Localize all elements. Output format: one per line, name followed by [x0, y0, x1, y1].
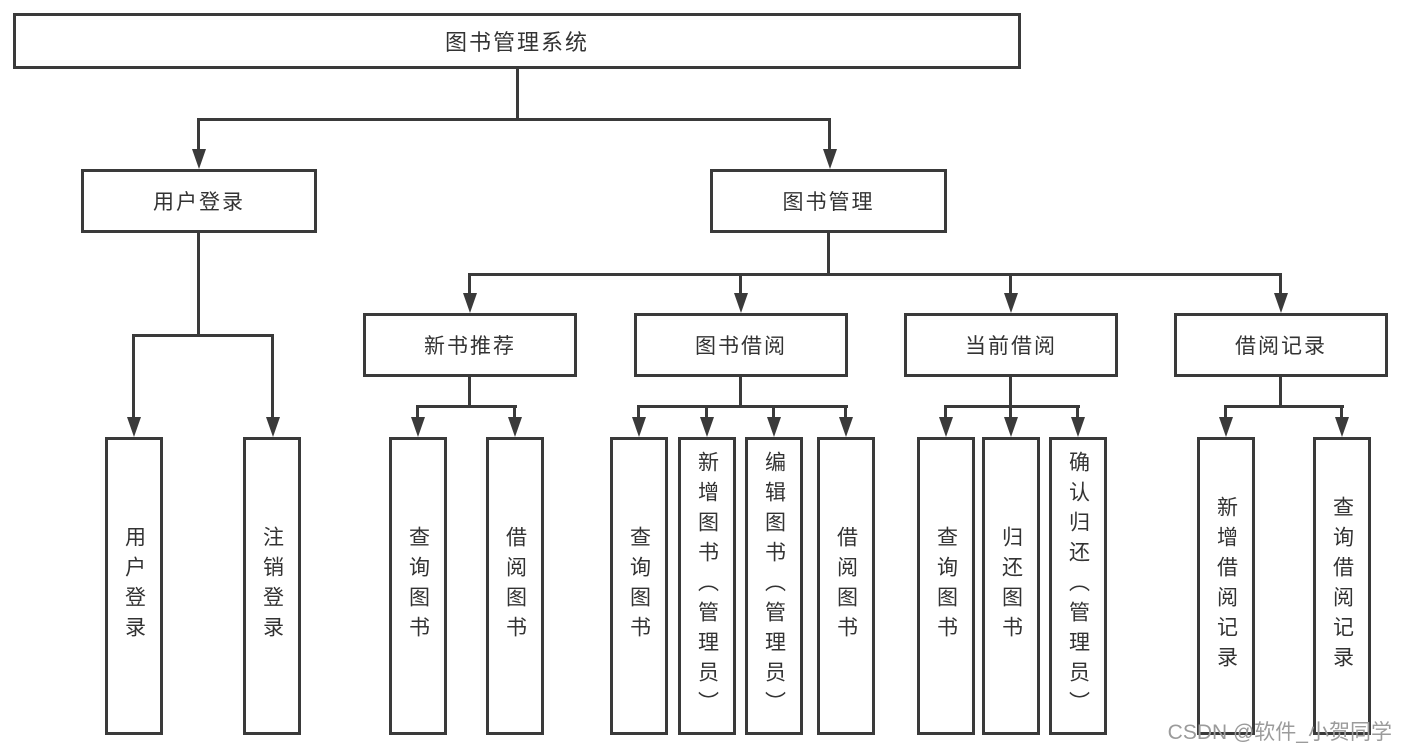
- leaf-query-books-current: 查询图书: [917, 437, 975, 735]
- leaf-query-borrow-record: 查询借阅记录: [1313, 437, 1371, 735]
- leaf-borrow-books-recommend-label: 借阅图书: [503, 526, 527, 646]
- arrowhead-down-icon: [411, 417, 425, 437]
- connector-line: [1340, 405, 1343, 419]
- connector-line: [637, 405, 640, 419]
- leaf-query-books-current-label: 查询图书: [934, 526, 958, 646]
- arrowhead-down-icon: [1004, 293, 1018, 313]
- arrowhead-down-icon: [1004, 417, 1018, 437]
- connector-line: [844, 405, 847, 419]
- connector-line: [516, 68, 519, 118]
- connector-line: [637, 405, 848, 408]
- arrowhead-down-icon: [939, 417, 953, 437]
- leaf-confirm-return-admin-label: 确认归还（管理员）: [1066, 451, 1090, 721]
- leaf-user-login: 用户登录: [105, 437, 163, 735]
- arrowhead-down-icon: [1335, 417, 1349, 437]
- connector-line: [513, 405, 516, 419]
- leaf-add-books-admin: 新增图书（管理员）: [678, 437, 736, 735]
- connector-line: [1076, 405, 1079, 419]
- leaf-add-borrow-record: 新增借阅记录: [1197, 437, 1255, 735]
- arrowhead-down-icon: [700, 417, 714, 437]
- connector-line: [197, 118, 831, 121]
- leaf-add-books-admin-label: 新增图书（管理员）: [695, 451, 719, 721]
- connector-line: [1224, 405, 1344, 408]
- arrowhead-down-icon: [192, 149, 206, 169]
- connector-line: [132, 334, 135, 418]
- node-user-login-label: 用户登录: [153, 191, 245, 214]
- leaf-edit-books-admin: 编辑图书（管理员）: [745, 437, 803, 735]
- arrowhead-down-icon: [734, 293, 748, 313]
- connector-line: [197, 118, 200, 152]
- arrowhead-down-icon: [1219, 417, 1233, 437]
- leaf-query-books-recommend-label: 查询图书: [406, 526, 430, 646]
- arrowhead-down-icon: [839, 417, 853, 437]
- leaf-query-books-borrow-label: 查询图书: [627, 526, 651, 646]
- leaf-return-books-label: 归还图书: [999, 526, 1023, 646]
- connector-line: [1224, 405, 1227, 419]
- leaf-logout: 注销登录: [243, 437, 301, 735]
- node-book-borrow: 图书借阅: [634, 313, 848, 377]
- node-new-book-recommend: 新书推荐: [363, 313, 577, 377]
- leaf-confirm-return-admin: 确认归还（管理员）: [1049, 437, 1107, 735]
- arrowhead-down-icon: [823, 149, 837, 169]
- arrowhead-down-icon: [508, 417, 522, 437]
- node-user-login: 用户登录: [81, 169, 317, 233]
- leaf-query-books-recommend: 查询图书: [389, 437, 447, 735]
- connector-line: [1009, 273, 1012, 295]
- connector-line: [468, 273, 1282, 276]
- connector-line: [132, 334, 274, 337]
- arrowhead-down-icon: [632, 417, 646, 437]
- connector-line: [1279, 273, 1282, 295]
- node-borrow-records-label: 借阅记录: [1235, 335, 1327, 358]
- node-root-label: 图书管理系统: [444, 30, 589, 55]
- arrowhead-down-icon: [127, 417, 141, 437]
- connector-line: [828, 118, 831, 152]
- arrowhead-down-icon: [1274, 293, 1288, 313]
- connector-line: [705, 405, 708, 419]
- node-book-management: 图书管理: [710, 169, 947, 233]
- leaf-return-books: 归还图书: [982, 437, 1040, 735]
- connector-line: [197, 232, 200, 335]
- leaf-edit-books-admin-label: 编辑图书（管理员）: [762, 451, 786, 721]
- connector-line: [772, 405, 775, 419]
- connector-line: [1009, 375, 1012, 407]
- node-book-management-label: 图书管理: [782, 191, 875, 214]
- node-current-borrow: 当前借阅: [904, 313, 1118, 377]
- leaf-add-borrow-record-label: 新增借阅记录: [1214, 496, 1238, 676]
- connector-line: [1279, 375, 1282, 407]
- node-new-book-recommend-label: 新书推荐: [424, 335, 516, 358]
- connector-line: [944, 405, 1080, 408]
- node-root: 图书管理系统: [13, 13, 1021, 69]
- leaf-query-books-borrow: 查询图书: [610, 437, 668, 735]
- connector-line: [1009, 405, 1012, 419]
- arrowhead-down-icon: [1071, 417, 1085, 437]
- arrowhead-down-icon: [266, 417, 280, 437]
- node-book-borrow-label: 图书借阅: [695, 335, 787, 358]
- connector-line: [416, 405, 517, 408]
- leaf-borrow-books-label: 借阅图书: [834, 526, 858, 646]
- connector-line: [468, 375, 471, 407]
- connector-line: [739, 375, 742, 407]
- leaf-borrow-books: 借阅图书: [817, 437, 875, 735]
- connector-line: [416, 405, 419, 419]
- node-current-borrow-label: 当前借阅: [965, 335, 1057, 358]
- arrowhead-down-icon: [767, 417, 781, 437]
- leaf-query-borrow-record-label: 查询借阅记录: [1330, 496, 1354, 676]
- node-borrow-records: 借阅记录: [1174, 313, 1388, 377]
- connector-line: [271, 334, 274, 418]
- connector-line: [944, 405, 947, 419]
- leaf-logout-label: 注销登录: [260, 526, 284, 646]
- watermark-text: CSDN @软件_小贺同学: [1167, 721, 1392, 744]
- arrowhead-down-icon: [463, 293, 477, 313]
- connector-line: [827, 232, 830, 275]
- leaf-borrow-books-recommend: 借阅图书: [486, 437, 544, 735]
- connector-line: [739, 273, 742, 295]
- leaf-user-login-label: 用户登录: [122, 526, 146, 646]
- connector-line: [468, 273, 471, 295]
